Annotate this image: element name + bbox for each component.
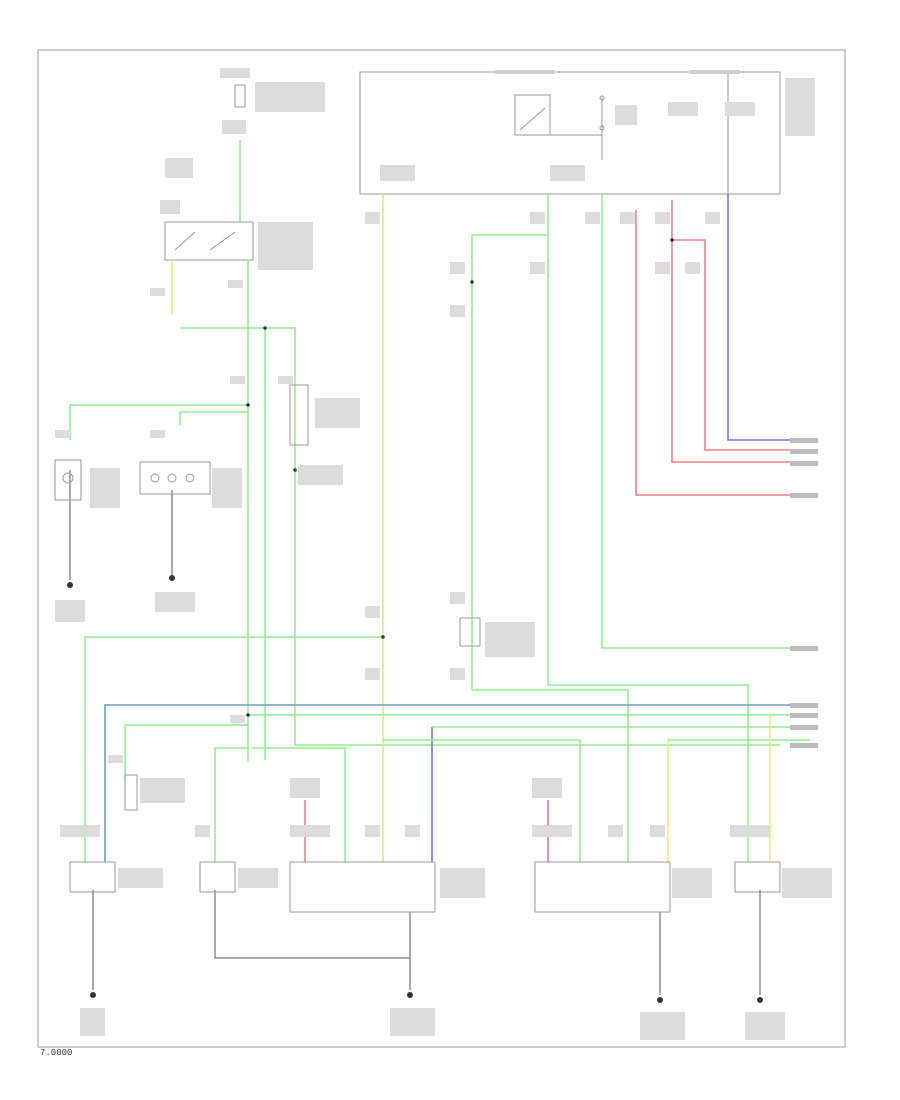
wires — [69, 140, 810, 995]
fuse-box-labels — [380, 70, 815, 181]
door-switch — [160, 200, 313, 270]
bottom-connectors — [69, 861, 781, 913]
ignition-switch — [165, 68, 325, 178]
lamp-switches-left — [54, 459, 242, 508]
diagram-code: 7.0000 — [40, 1048, 72, 1058]
diagram-frame — [37, 49, 846, 1048]
wire-labels — [55, 212, 770, 837]
fuse-relay-box — [359, 71, 781, 195]
junction-dots — [246, 238, 674, 717]
middle-switches — [124, 384, 535, 811]
bottom-connector-labels — [118, 778, 832, 898]
right-terminals — [790, 438, 818, 748]
ground-icon — [67, 575, 763, 1003]
lamp-icon — [62, 472, 74, 484]
ground-labels — [55, 592, 785, 1040]
